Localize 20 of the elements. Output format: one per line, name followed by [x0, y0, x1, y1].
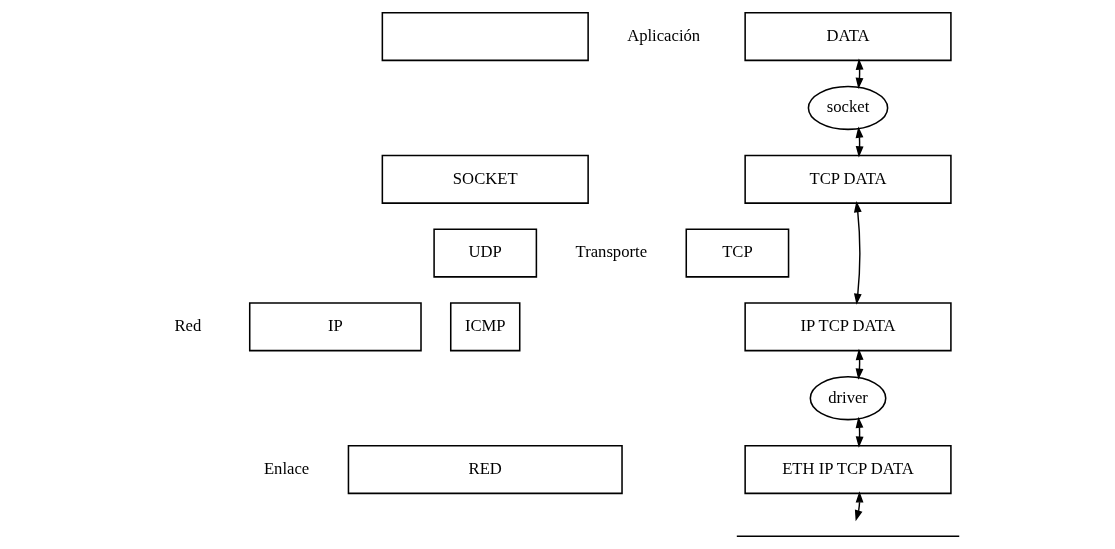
label: Transporte: [575, 242, 648, 262]
node-box: ETH IP TCP DATA: [744, 445, 952, 495]
node-ellipse: driver: [809, 376, 887, 421]
node-box: RED: [347, 445, 623, 495]
arrow: [853, 201, 862, 305]
arrow: [854, 491, 864, 522]
label: Enlace: [263, 458, 310, 478]
node-box: [381, 12, 589, 62]
node-box: SOCKET: [381, 154, 589, 204]
node-ellipse: socket: [807, 85, 889, 131]
label: Red: [174, 316, 202, 336]
node-box: DATA: [744, 12, 952, 62]
node-box: IP TCP DATA: [744, 302, 952, 352]
node-box: TCP: [685, 228, 790, 278]
node-box: IP: [248, 302, 422, 352]
node-box: ICMP: [449, 302, 521, 352]
node-box: UDP: [433, 228, 538, 278]
node-line: [736, 535, 960, 537]
node-box: TCP DATA: [744, 154, 952, 204]
label: Aplicación: [627, 26, 701, 46]
